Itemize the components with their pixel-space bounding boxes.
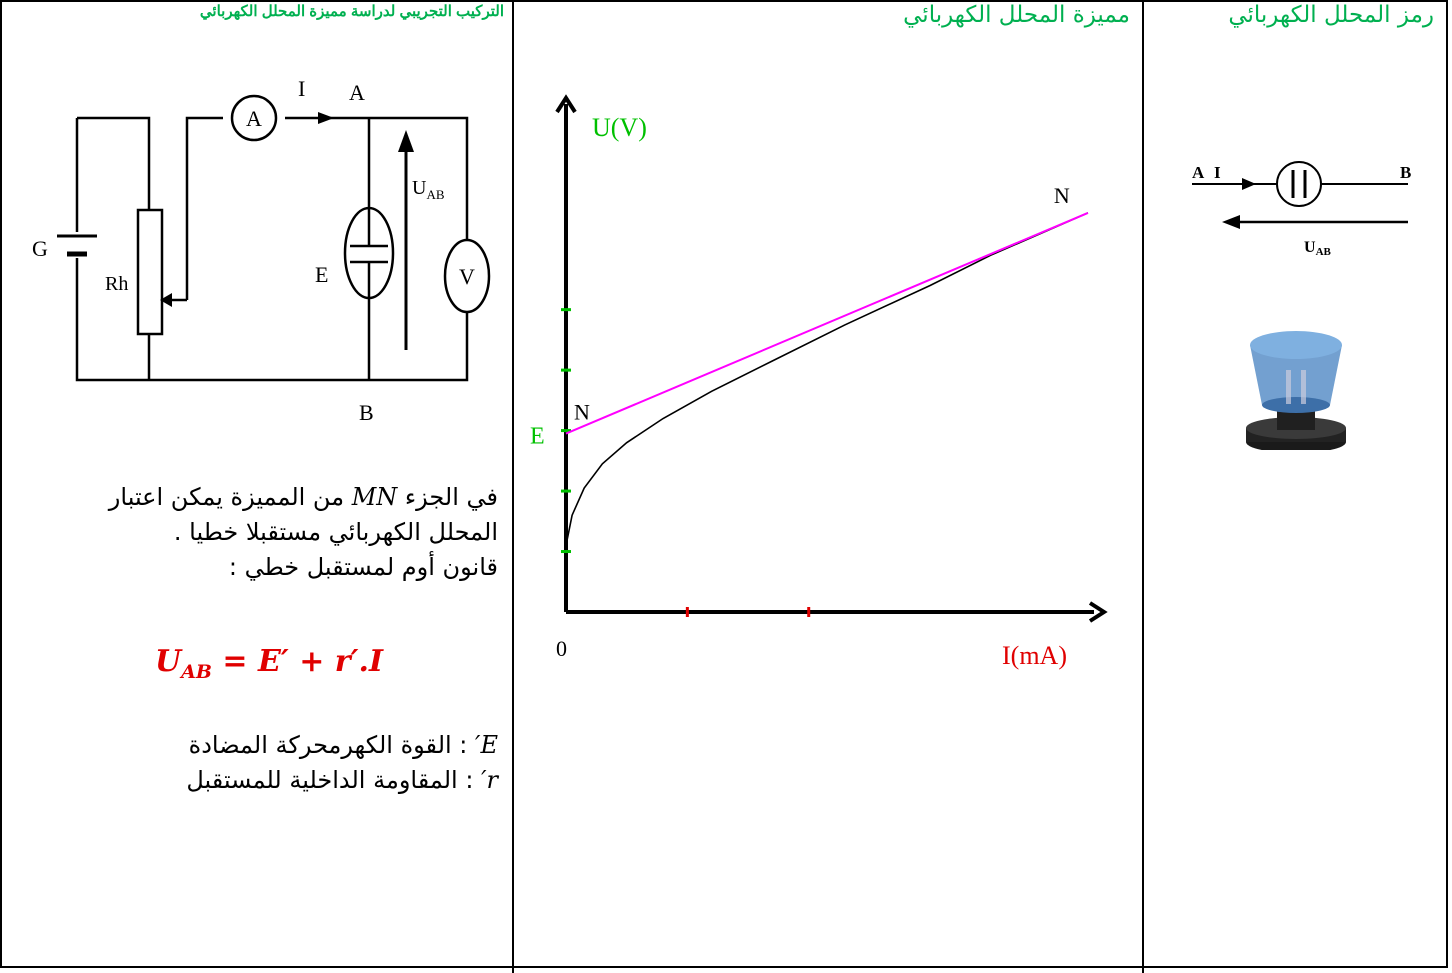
characteristic-chart: U(V) I(mA) 0 E N N — [530, 94, 1108, 670]
symbol-label-a: A — [1192, 163, 1205, 182]
rheostat-label: Rh — [105, 273, 128, 295]
voltmeter-circle — [443, 238, 491, 314]
definition-resistance: r′ : المقاومة الداخلية للمستقبل — [186, 766, 498, 794]
setup-title: التركيب التجريبي لدراسة مميزة المحلل الك… — [199, 3, 504, 20]
voltage-arrow-head-icon — [1222, 215, 1240, 229]
node-a-label: A — [349, 80, 365, 105]
electrolyzer-symbol: A I B UAB — [1192, 161, 1411, 450]
characteristic-title: مميزة المحلل الكهربائي — [903, 2, 1130, 28]
y-axis-label: U(V) — [592, 113, 647, 142]
series-curve — [565, 212, 1089, 546]
explanation-text: في الجزء MN من المميزة يمكن اعتبار المحل… — [18, 480, 498, 585]
wire — [185, 116, 223, 300]
node-b-label: B — [359, 400, 374, 425]
column-divider — [512, 0, 514, 973]
x-axis-label: I(mA) — [1002, 641, 1067, 670]
ammeter-circle — [230, 94, 278, 142]
e-intercept-label: E — [530, 424, 545, 450]
series-tangent — [565, 211, 1089, 435]
voltage-arrow-head-icon — [398, 130, 414, 152]
x-axis-arrow-icon — [1088, 601, 1108, 623]
symbol-label-b: B — [1400, 163, 1411, 182]
electrolyzer-label: E — [315, 262, 328, 287]
explanation-line-2: المحلل الكهربائي مستقبلا خطيا . — [173, 518, 498, 546]
definitions: E′ : القوة الكهرمحركة المضادة r′ : المقا… — [18, 728, 498, 798]
current-arrow-icon — [1242, 178, 1256, 190]
ohm-law-equation: UAB = E′ + r′.I — [155, 644, 384, 683]
characteristic-column: مميزة المحلل الكهربائي U(V) I(mA) 0 E N N — [514, 0, 1142, 973]
explanation-line-3: قانون أوم لمستقبل خطي : — [228, 553, 498, 581]
origin-label: 0 — [556, 636, 567, 661]
slider-arrow-icon — [160, 293, 172, 307]
voltmeter-label: V — [459, 264, 475, 289]
setup-column: التركيب التجريبي لدراسة مميزة المحلل الك… — [0, 0, 512, 973]
symbol-u-label: UAB — [1304, 239, 1332, 258]
y-axis-arrow-icon — [555, 94, 577, 114]
wire — [75, 258, 469, 382]
symbol-label-i: I — [1214, 163, 1221, 182]
current-arrow-icon — [318, 112, 334, 124]
circuit-diagram: G Rh A I A B E UAB V — [32, 76, 491, 425]
wire — [77, 116, 151, 210]
symbol-title: رمز المحلل الكهربائي — [1228, 2, 1434, 28]
voltage-label: UAB — [412, 177, 445, 202]
electrolyzer-photo — [1246, 331, 1346, 450]
point-label-n-start: N — [574, 400, 590, 425]
current-label: I — [298, 76, 305, 101]
definition-emf: E′ : القوة الكهرمحركة المضادة — [188, 731, 498, 759]
ammeter-label: A — [246, 106, 262, 131]
point-label-n-end: N — [1054, 183, 1070, 208]
rheostat — [136, 208, 164, 336]
column-divider — [1142, 0, 1144, 973]
explanation-line-1: في الجزء MN من المميزة يمكن اعتبار — [108, 483, 498, 511]
symbol-column: رمز المحلل الكهربائي A I B UAB — [1144, 0, 1448, 973]
electrolyzer-circle — [1276, 161, 1322, 207]
battery-label: G — [32, 236, 48, 261]
wire — [285, 116, 469, 240]
